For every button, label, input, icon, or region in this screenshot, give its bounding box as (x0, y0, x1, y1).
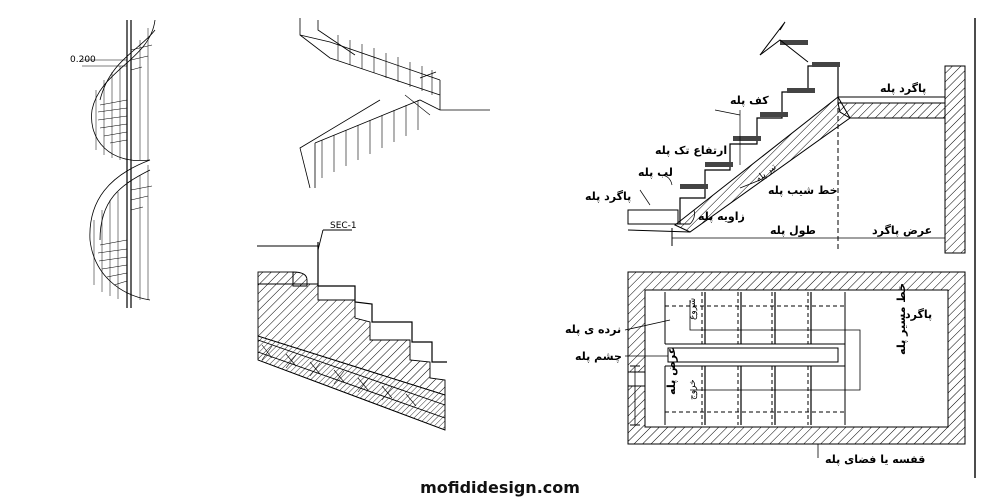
label-up: شروع (688, 298, 698, 320)
label-shaft: قفسه یا فضای پله (825, 453, 925, 466)
label-travel-line: خط مسیر پله (895, 283, 908, 355)
label-down: خروج (688, 379, 698, 400)
spiral-stair (82, 19, 156, 308)
label-plan-landing: پاگرد (905, 308, 932, 321)
stair-section-detail (257, 229, 447, 431)
label-tread: کف پله (730, 94, 769, 107)
side-elevation-labels: پاگرد پله کف پله ارتفاع تک پله لب پله خط… (585, 82, 932, 237)
label-nosing: لب پله (638, 166, 673, 179)
plan-view (624, 271, 966, 458)
label-well: چشم پله (575, 350, 622, 363)
label-angle: زاویه پله (698, 210, 745, 223)
label-landing-left: پاگرد پله (585, 190, 631, 203)
label-railing: نرده ی پله (565, 323, 621, 336)
label-landing-width: عرض پاگرد (872, 224, 932, 237)
label-stair-length: طول پله (770, 224, 816, 237)
spiral-dimension: 0.200 (70, 55, 96, 65)
side-elevation (627, 18, 976, 478)
label-stair-width: عرض پله (665, 347, 678, 395)
label-slope-line: خط شیب پله (768, 184, 838, 197)
label-landing: پاگرد پله (880, 82, 926, 95)
plan-view-labels: پاگرد نرده ی پله چشم پله عرض پله خط مسیر… (565, 283, 932, 466)
watermark: mofididesign.com (420, 478, 580, 497)
section-note: SEC-1 (330, 221, 357, 231)
label-riser-height: ارتفاع تک پله (655, 144, 727, 157)
isometric-stair (299, 18, 490, 189)
